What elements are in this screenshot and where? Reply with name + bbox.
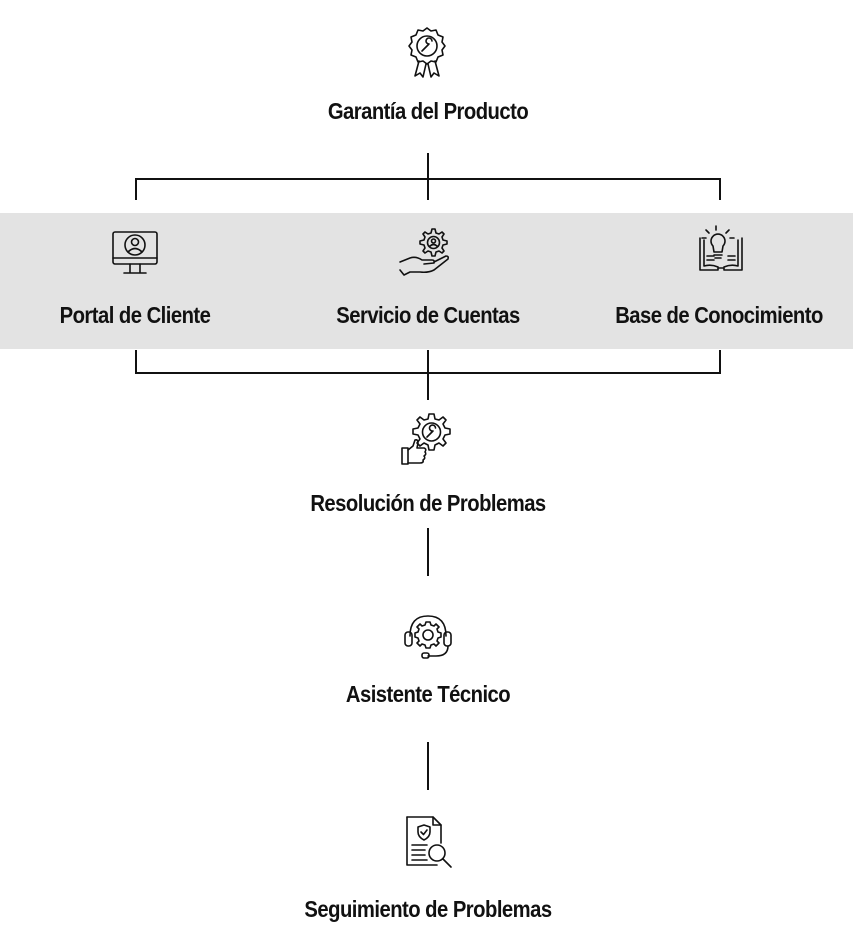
- root-label: Garantía del Producto: [327, 98, 529, 124]
- book-lightbulb-icon: [699, 225, 743, 271]
- chain-label-asistente: Asistente Técnico: [345, 681, 511, 707]
- connector-top-right: [719, 178, 721, 200]
- branch-band: [0, 213, 853, 349]
- connector-top-left: [135, 178, 137, 200]
- monitor-user-icon: [112, 231, 158, 274]
- connector-bottom-center: [427, 350, 429, 400]
- gear-wrench-thumbs-up-icon: [401, 413, 451, 465]
- connector-chain-1: [427, 528, 429, 576]
- connector-root-down: [427, 153, 429, 179]
- connector-chain-2: [427, 742, 429, 790]
- branch-label-base: Base de Conocimiento: [615, 302, 823, 328]
- document-shield-search-icon: [406, 816, 452, 868]
- branch-label-portal: Portal de Cliente: [59, 302, 211, 328]
- headset-gear-icon: [404, 615, 452, 659]
- connector-bottom-right: [719, 350, 721, 374]
- chain-label-seguimiento: Seguimiento de Problemas: [304, 896, 552, 922]
- chain-label-resolucion: Resolución de Problemas: [310, 490, 546, 516]
- connector-bottom-left: [135, 350, 137, 374]
- connector-top-center: [427, 178, 429, 200]
- hand-gear-user-icon: [399, 228, 450, 276]
- award-ribbon-wrench-icon: [408, 27, 446, 78]
- branch-label-servicio: Servicio de Cuentas: [336, 302, 520, 328]
